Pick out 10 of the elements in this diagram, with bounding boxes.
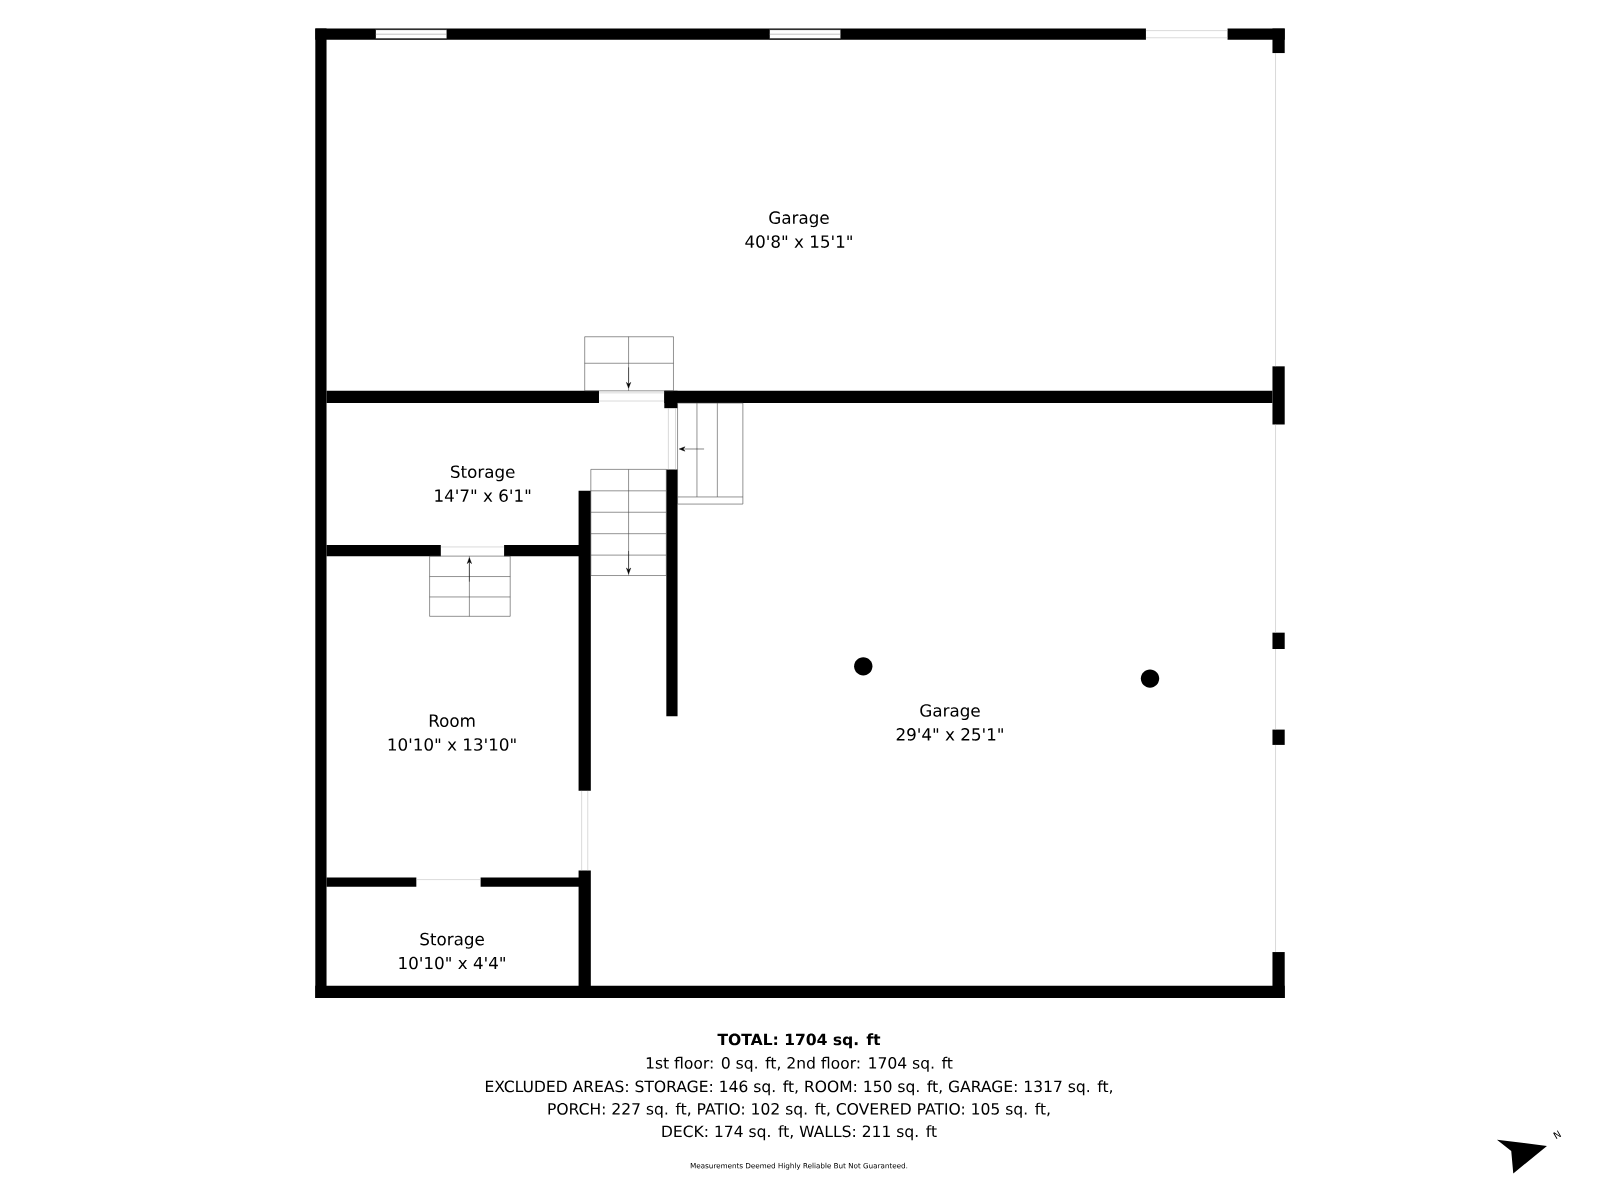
area-summary-text: 1st floor: 0 sq. ft, 2nd floor: 1704 sq. ft [646, 1056, 953, 1072]
room-label: Room 10'10" x 13'10" [388, 714, 516, 751]
room-label: Garage 40'8" x 15'1" [745, 211, 852, 248]
area-summary-text: EXCLUDED AREAS: STORAGE: 146 sq. ft, ROOM: 150 sq. ft, GARAGE: 1317 sq. ft, [486, 1080, 1112, 1096]
room-label: Storage 10'10" x 4'4" [399, 932, 505, 970]
room-label: Garage 29'4" x 25'1" [896, 704, 1003, 741]
area-summary-text: TOTAL: 1704 sq. ft [717, 1033, 881, 1049]
area-summary-text: PORCH: 227 sq. ft, PATIO: 102 sq. ft, COVERED PATIO: 105 sq. ft, [548, 1102, 1050, 1118]
area-summary-text: DECK: 174 sq. ft, WALLS: 211 sq. ft [662, 1125, 937, 1141]
room-label: Storage 14'7" x 6'1" [435, 465, 531, 502]
